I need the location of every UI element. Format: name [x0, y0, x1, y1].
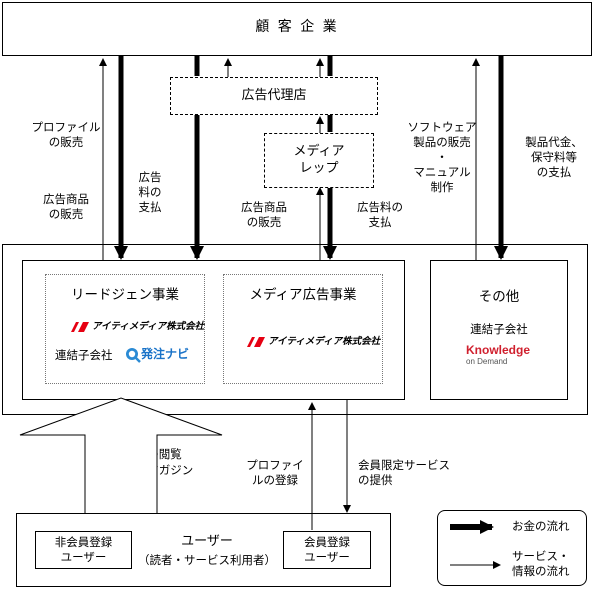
other-subsidiary-label: 連結子会社: [470, 322, 528, 336]
knowledge-on-demand-logo: Knowledge on Demand: [466, 343, 531, 367]
itmedia-logo-mark-icon: [247, 336, 265, 347]
ad-products-sales-mid-label: 広告商品 の販売: [241, 200, 287, 229]
other-box: [430, 260, 568, 400]
media-rep-label: メディア レップ: [293, 144, 345, 176]
member-service-label: 会員限定サービス の提供: [358, 458, 450, 487]
ad-agency-box: [170, 77, 378, 115]
other-title: その他: [478, 289, 520, 305]
non-member-user-box: [35, 531, 132, 569]
site-browse-big-arrow: [19, 397, 223, 513]
product-payment-label: 製品代金、 保守料等 の支払: [525, 135, 583, 179]
legend-money-label: お金の流れ: [512, 519, 570, 533]
customer-label: 顧 客 企 業: [255, 19, 339, 35]
ad-fee-payment-mid-label: 広告料の 支払: [357, 200, 403, 229]
ad-fee-payment-left-label: 広告 料の 支払: [138, 170, 162, 214]
magnifier-icon: [126, 347, 141, 363]
media-rep-box: [264, 133, 374, 188]
itmedia-logo-media: アイティメディア株式会社: [246, 333, 380, 348]
legend-box: [437, 510, 587, 586]
hacchu-navi-text: 発注ナビ: [141, 347, 190, 361]
media-ad-title: メディア広告事業: [249, 287, 357, 303]
itmedia-logo-leadgen: アイティメディア株式会社: [70, 318, 204, 333]
on-demand-text: on Demand: [466, 357, 508, 366]
itmedia-logo-text: アイティメディア株式会社: [268, 336, 381, 347]
leadgen-title: リードジェン事業: [71, 287, 179, 303]
itmedia-logo-text: アイティメディア株式会社: [92, 321, 205, 332]
ad-products-sales-left-label: 広告商品 の販売: [43, 192, 89, 221]
users-subtitle: （読者・サービス利用者）: [138, 553, 276, 567]
member-user-label: 会員登録 ユーザー: [304, 535, 350, 564]
profile-sales-label: プロファイル の販売: [31, 120, 101, 149]
leadgen-subsidiary-label: 連結子会社: [55, 348, 113, 362]
profile-register-label: プロファイ ルの登録: [246, 458, 304, 487]
knowledge-text: Knowledge: [466, 343, 531, 357]
software-sales-label: ソフトウェア 製品の販売 ・ マニュアル 制作: [407, 120, 477, 194]
customer-box: [2, 2, 592, 56]
non-member-user-label: 非会員登録 ユーザー: [54, 535, 113, 564]
users-title: ユーザー: [181, 534, 233, 549]
legend-service-label: サービス・ 情報の流れ: [512, 549, 570, 578]
itmedia-logo-mark-icon: [71, 321, 89, 332]
hacchu-navi-logo: 発注ナビ: [125, 345, 189, 363]
ad-agency-label: 広告代理店: [241, 88, 307, 103]
leadgen-box: [45, 274, 205, 384]
member-user-box: [283, 531, 371, 569]
media-ad-box: [223, 274, 383, 384]
